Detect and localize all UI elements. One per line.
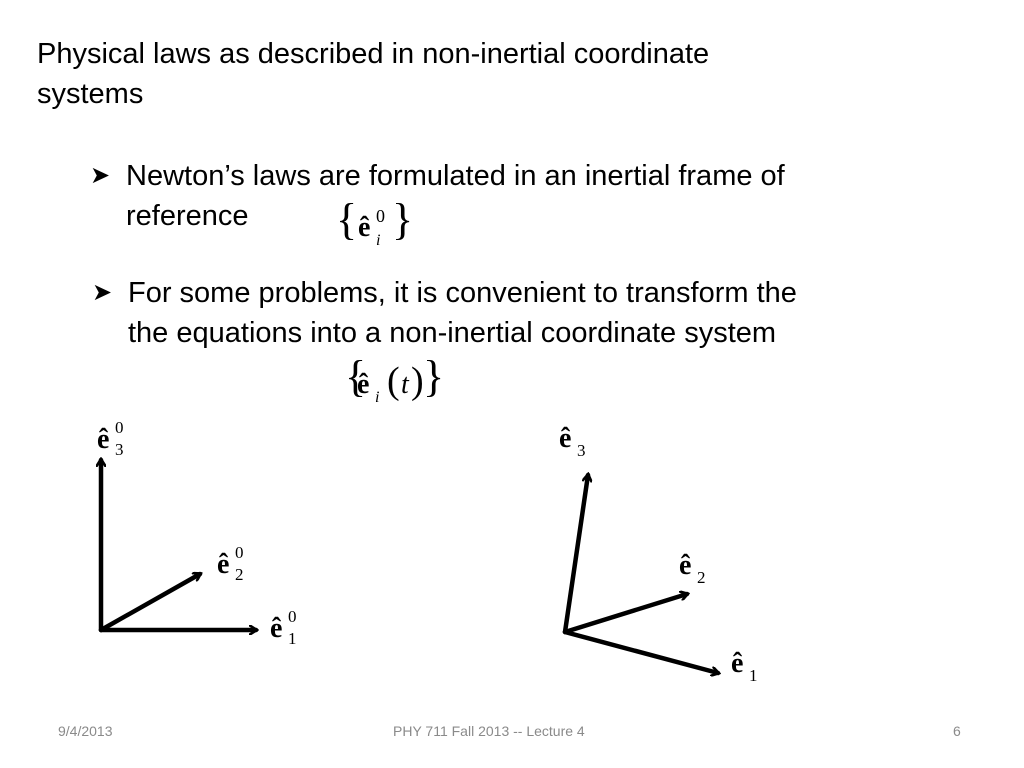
- subscript: i: [376, 232, 381, 249]
- axis-e1-noninertial: [562, 629, 718, 673]
- label-sup: 0: [115, 418, 124, 437]
- inertial-frame-axes: [101, 460, 256, 630]
- inertial-basis-set-formula: { ê 0 i }: [336, 195, 416, 258]
- label-base: ê: [679, 550, 692, 581]
- left-paren: (: [387, 360, 400, 402]
- bullet-2-line-2: the equations into a non-inertial coordi…: [128, 317, 777, 349]
- slide-title-line-1: Physical laws as described in non-inerti…: [37, 38, 710, 70]
- label-sub: 1: [288, 629, 297, 648]
- left-brace: {: [336, 195, 358, 244]
- label-e2-inertial: ê 0 2: [217, 543, 267, 587]
- basis-vector-symbol: ê: [358, 212, 371, 243]
- slide-title: Physical laws as described in non-inerti…: [37, 34, 937, 114]
- bullet-2: ➤ For some problems, it is convenient to…: [92, 273, 952, 353]
- footer-date: 9/4/2013: [58, 723, 113, 739]
- bullet-2-text: For some problems, it is convenient to t…: [128, 273, 797, 353]
- label-sub: 2: [697, 568, 706, 587]
- label-base: ê: [559, 423, 572, 454]
- argument: t: [401, 369, 409, 400]
- left-brace: {: [345, 352, 367, 401]
- label-sup: 0: [288, 607, 297, 626]
- axis-e2-inertial: [98, 571, 200, 633]
- noninertial-basis-set-formula: { ê i ( t ) }: [345, 352, 445, 415]
- slide-title-line-2: systems: [37, 78, 144, 110]
- label-base: ê: [270, 613, 283, 644]
- label-sub: 3: [115, 440, 124, 459]
- label-sub: 3: [577, 441, 586, 460]
- label-e3-inertial: ê 0 3: [97, 418, 147, 462]
- right-brace: }: [423, 352, 445, 401]
- bullet-1: ➤ Newton’s laws are formulated in an ine…: [90, 156, 950, 236]
- label-e2-noninertial: ê 2: [679, 550, 729, 594]
- basis-vector-symbol: ê: [357, 369, 370, 400]
- label-sub: 1: [749, 666, 758, 685]
- arrow-bullet-icon: ➤: [90, 162, 111, 189]
- footer-course: PHY 711 Fall 2013 -- Lecture 4: [393, 723, 585, 739]
- superscript: 0: [376, 206, 385, 226]
- label-sup: 0: [235, 543, 244, 562]
- right-paren: ): [411, 360, 424, 402]
- bullet-2-line-1: For some problems, it is convenient to t…: [128, 277, 797, 309]
- label-e1-inertial: ê 0 1: [270, 607, 320, 651]
- noninertial-frame-axes: [562, 475, 718, 673]
- axis-e3-noninertial: [562, 475, 588, 635]
- bullet-1-text: Newton’s laws are formulated in an inert…: [126, 156, 785, 236]
- label-e1-noninertial: ê 1: [731, 648, 781, 692]
- bullet-1-line-2: reference: [126, 200, 249, 232]
- label-e3-noninertial: ê 3: [559, 423, 609, 467]
- axis-e2-noninertial: [562, 594, 687, 635]
- label-base: ê: [97, 424, 110, 455]
- label-base: ê: [217, 549, 230, 580]
- footer-page-number: 6: [953, 723, 961, 739]
- right-brace: }: [392, 195, 414, 244]
- label-sub: 2: [235, 565, 244, 584]
- subscript: i: [375, 389, 380, 406]
- label-base: ê: [731, 648, 744, 679]
- arrow-bullet-icon: ➤: [92, 279, 113, 306]
- bullet-1-line-1: Newton’s laws are formulated in an inert…: [126, 160, 785, 192]
